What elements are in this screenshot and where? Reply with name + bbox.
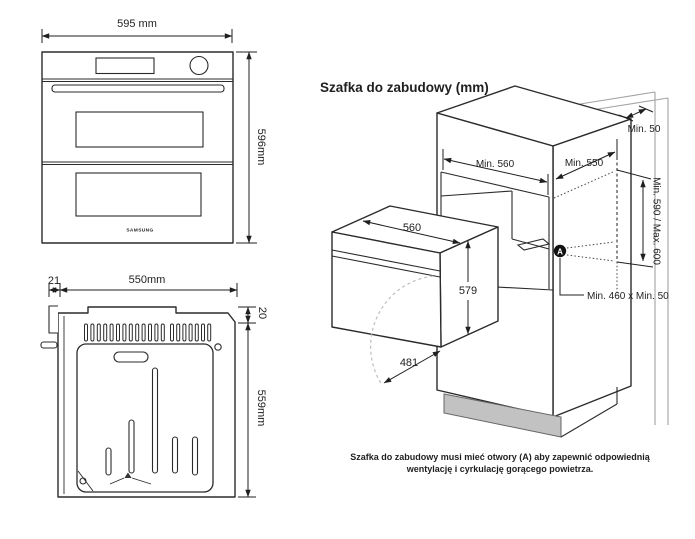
vent-slats: [84, 323, 212, 342]
cabinet-dimensions: Min. 50 Min. 560 Min. 550 Min. 590 / Max…: [442, 105, 669, 302]
depth-dimension-label: Min. 550: [565, 158, 604, 169]
wall-lines: [579, 91, 669, 425]
niche-height-dimension-label: Min. 590 / Max. 600: [650, 177, 661, 265]
ventilation-note-line1: Szafka do zabudowy musi mieć otwory (A) …: [350, 452, 651, 462]
oven-door-line: [331, 249, 441, 272]
inner-width-dimension-label: Min. 560: [476, 159, 515, 170]
stamp-mark: [131, 477, 152, 485]
mounting-bracket: [48, 305, 58, 334]
vent-cutout: [516, 238, 551, 251]
door-swing-dimension-label: 481: [400, 357, 418, 369]
vent-marker-circle: [553, 244, 567, 258]
back-panel: [76, 343, 214, 493]
upper-door-window: [75, 111, 204, 148]
emboss-slot: [171, 436, 179, 474]
plinth-side-edge: [560, 403, 618, 438]
depth-dimension-line: [555, 151, 616, 180]
control-knob: [189, 55, 209, 76]
back-width-dimension-label: 550mm: [129, 274, 166, 286]
ventilation-note-line2: wentylację i cyrkulację gorącego powietr…: [406, 464, 594, 474]
oven-back-view: 21 550mm: [40, 274, 268, 498]
oven-isometric-box: 560 579 481: [331, 205, 499, 386]
oven-height-dimension-label: 579: [459, 285, 477, 297]
oven-width-dimension-label: 560: [403, 222, 421, 234]
oven-front-view: 595 mm SAMSUNG 596mm: [41, 18, 267, 244]
lower-door-window: [75, 172, 202, 217]
display-window: [95, 57, 155, 75]
cabinet-diagram: Szafka do zabudowy (mm): [320, 80, 669, 474]
back-offset-dimension-label: 21: [48, 275, 60, 287]
vent-opening-dimension-label: Min. 460 x Min. 50: [587, 291, 669, 302]
back-top-offset-dimension-label: 20: [256, 307, 268, 319]
connection-stub: [40, 341, 58, 349]
front-height-dimension-label: 596mm: [255, 129, 267, 166]
emboss-handle: [113, 351, 149, 363]
diagram-title: Szafka do zabudowy (mm): [320, 80, 489, 95]
vent-marker-label: A: [557, 248, 563, 257]
door-swing-arc: [370, 275, 434, 386]
emboss-slot: [105, 447, 112, 476]
oven-width-dimension-line: [362, 219, 461, 245]
door-swing-dimension-line: [383, 350, 441, 384]
front-width-dimension-label: 595 mm: [117, 18, 157, 30]
emboss-slot: [151, 367, 159, 474]
samsung-logo: SAMSUNG: [126, 228, 153, 234]
emboss-slot: [128, 419, 135, 474]
emboss-slot: [191, 436, 199, 476]
back-height-dimension-label: 559mm: [255, 390, 267, 427]
vent-leader-line: [559, 258, 584, 296]
screw-head: [214, 343, 222, 351]
screw-head: [79, 477, 87, 485]
stamp-mark: [109, 477, 125, 485]
oven-door-line: [331, 255, 441, 278]
inner-width-dimension-line: [443, 157, 548, 184]
rear-gap-dimension-label: Min. 50: [628, 124, 661, 135]
door-handle: [51, 84, 225, 93]
oven-back-outline: [57, 306, 236, 498]
warning-triangle-icon: [124, 472, 132, 478]
rear-gap-dimension-line: [625, 108, 647, 119]
